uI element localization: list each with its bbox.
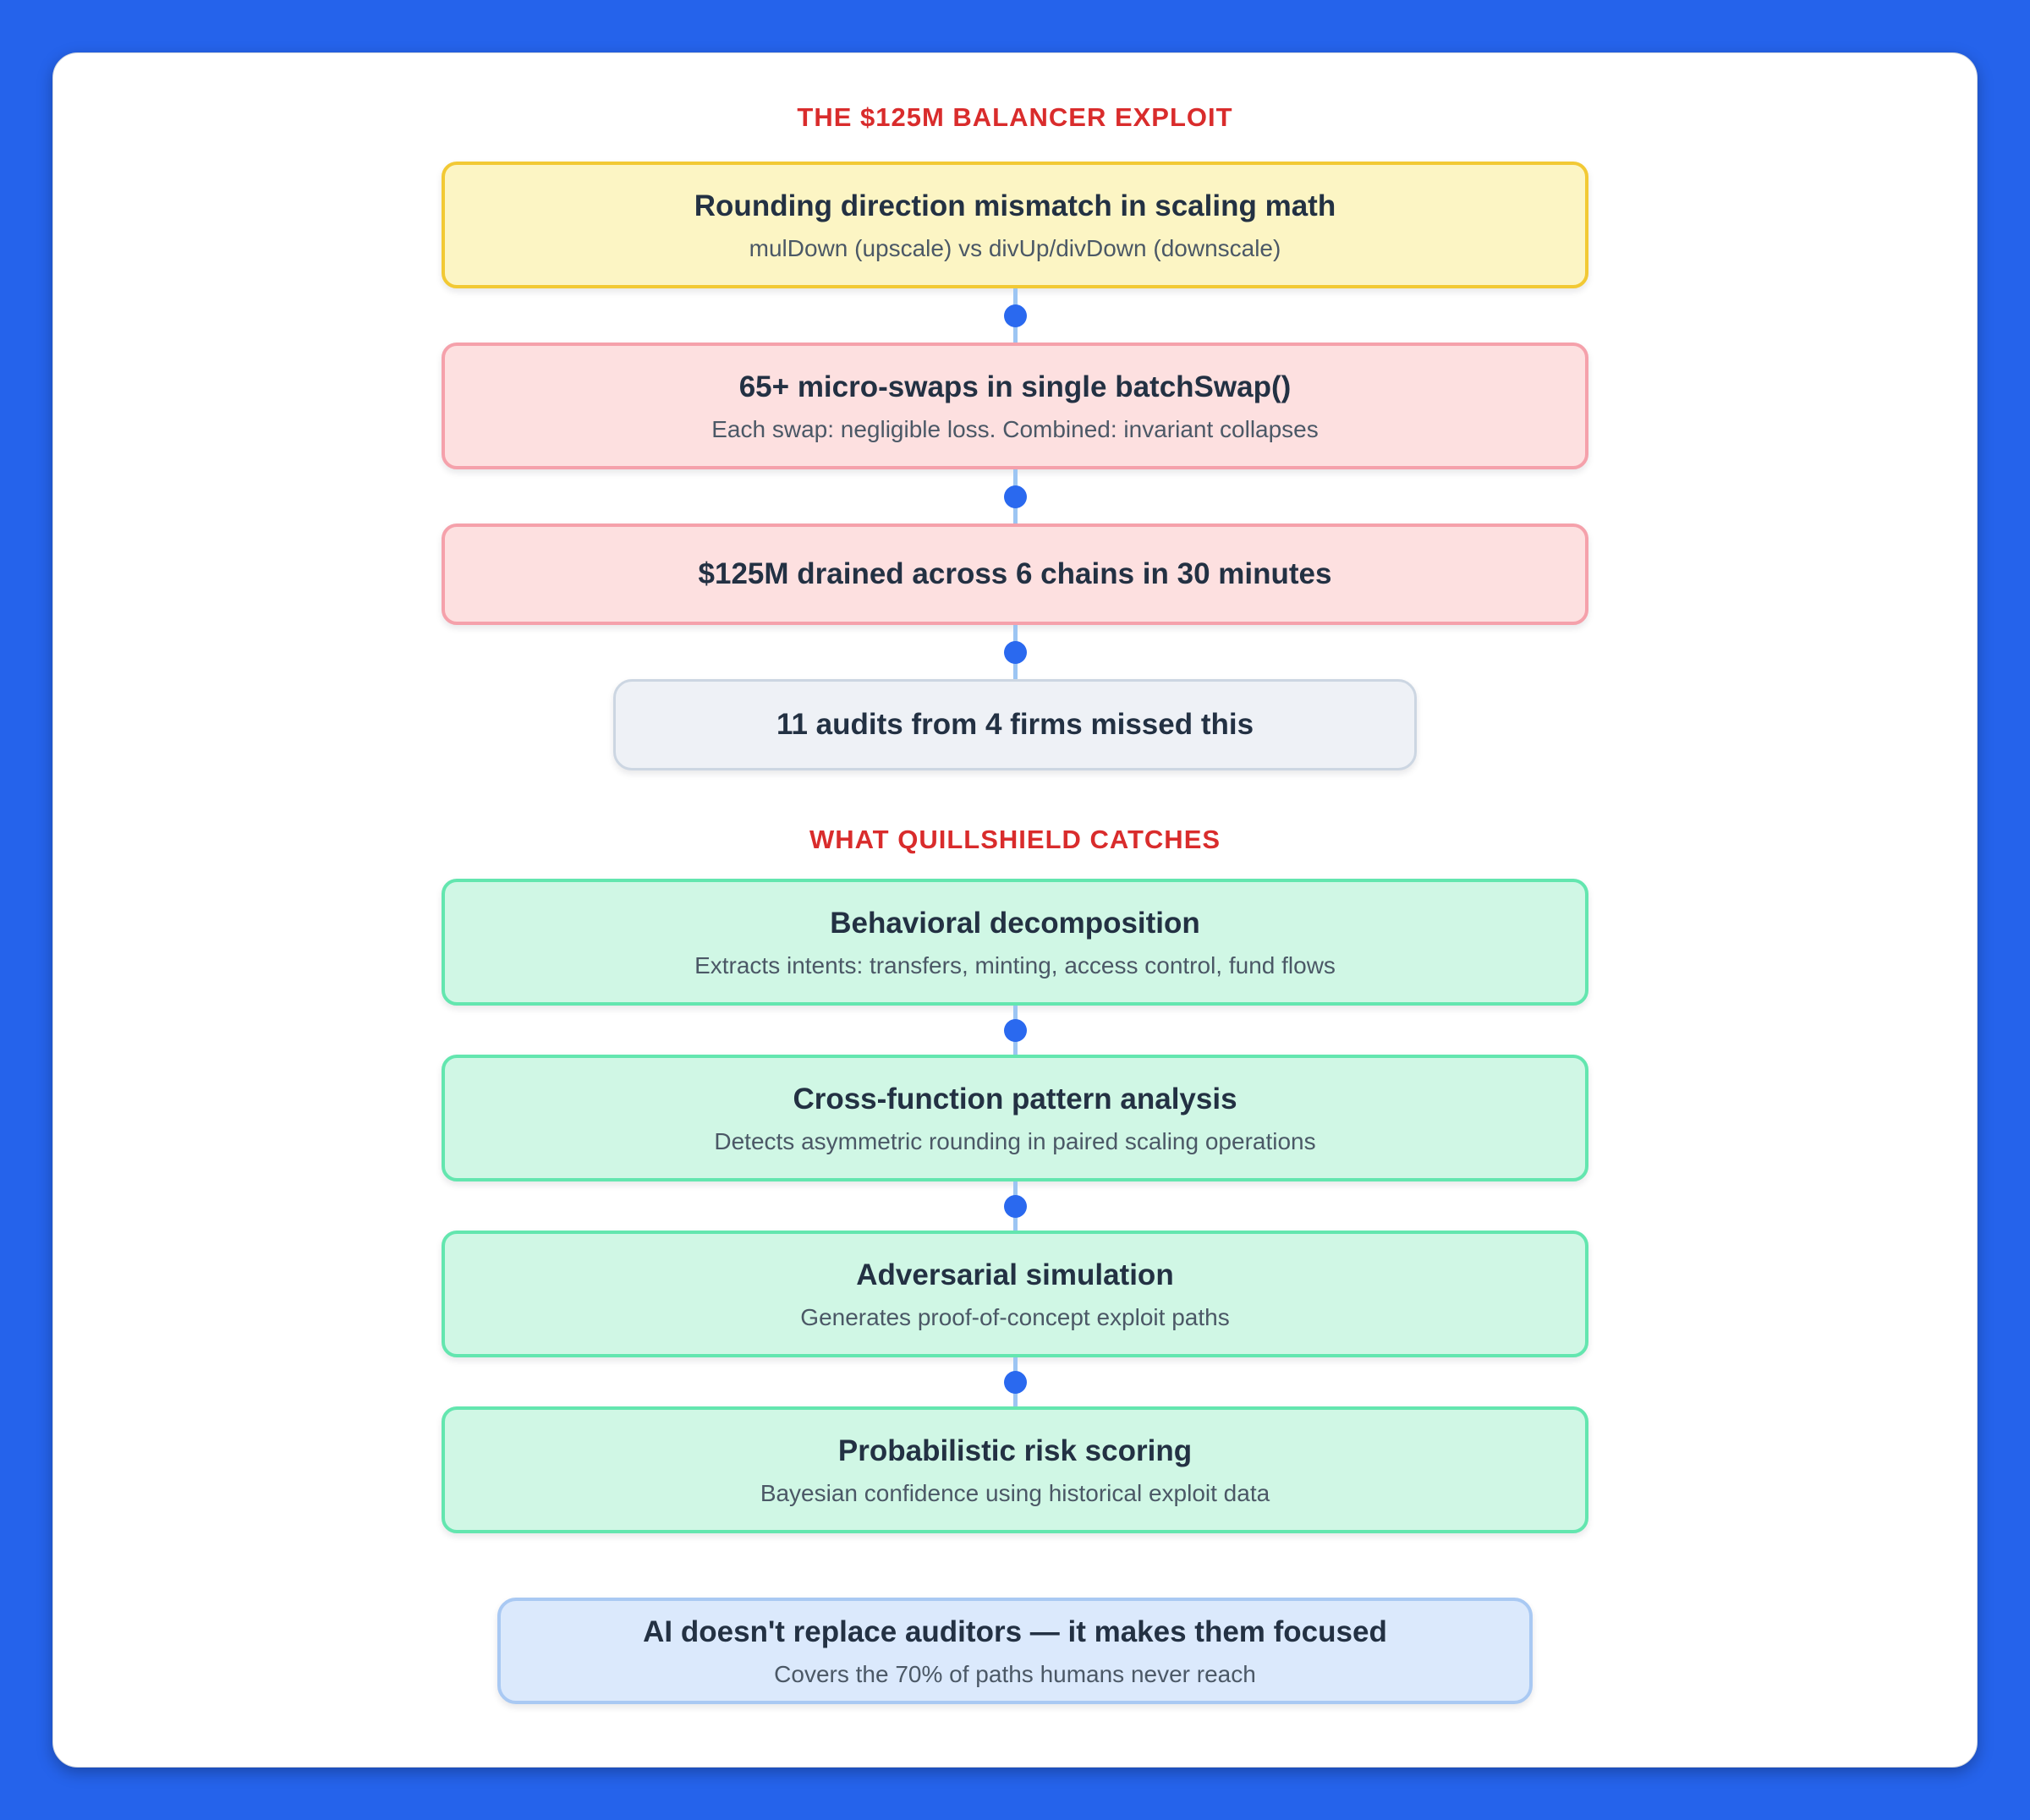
flow-connector xyxy=(442,625,1588,679)
connector-dot-icon xyxy=(1003,1018,1027,1042)
diagram-card: THE $125M BALANCER EXPLOIT Rounding dire… xyxy=(52,52,1978,1768)
node-subtitle: Generates proof-of-concept exploit paths xyxy=(800,1304,1230,1330)
flow-connector xyxy=(442,469,1588,524)
node-title: AI doesn't replace auditors — it makes t… xyxy=(643,1615,1387,1648)
node-title: Rounding direction mismatch in scaling m… xyxy=(694,189,1336,222)
node-title: Behavioral decomposition xyxy=(830,907,1200,940)
node-micro-swaps: 65+ micro-swaps in single batchSwap() Ea… xyxy=(442,343,1588,469)
connector-dot-icon xyxy=(1003,1370,1027,1394)
node-title: Cross-function pattern analysis xyxy=(793,1083,1237,1116)
connector-dot-icon xyxy=(1003,304,1027,327)
flow-connector xyxy=(442,1357,1588,1406)
node-subtitle: Covers the 70% of paths humans never rea… xyxy=(774,1661,1256,1687)
connector-dot-icon xyxy=(1003,640,1027,664)
node-title: Adversarial simulation xyxy=(856,1258,1174,1291)
section-exploit-heading: THE $125M BALANCER EXPLOIT xyxy=(797,102,1233,132)
node-title: Probabilistic risk scoring xyxy=(837,1434,1193,1467)
section-catches: WHAT QUILLSHIELD CATCHES Behavioral deco… xyxy=(53,823,1977,1533)
connector-dot-icon xyxy=(1003,485,1027,508)
node-subtitle: Extracts intents: transfers, minting, ac… xyxy=(694,952,1336,979)
node-subtitle: mulDown (upscale) vs divUp/divDown (down… xyxy=(749,235,1281,261)
node-adversarial-simulation: Adversarial simulation Generates proof-o… xyxy=(442,1231,1588,1357)
node-title: 11 audits from 4 firms missed this xyxy=(776,708,1254,741)
node-subtitle: Each swap: negligible loss. Combined: in… xyxy=(711,416,1319,442)
node-rounding-mismatch: Rounding direction mismatch in scaling m… xyxy=(442,162,1588,288)
node-title: 65+ micro-swaps in single batchSwap() xyxy=(738,370,1292,403)
connector-dot-icon xyxy=(1003,1194,1027,1218)
node-cross-function-analysis: Cross-function pattern analysis Detects … xyxy=(442,1055,1588,1181)
flow-connector xyxy=(442,288,1588,343)
node-ai-auditors-callout: AI doesn't replace auditors — it makes t… xyxy=(497,1598,1533,1704)
node-probabilistic-risk-scoring: Probabilistic risk scoring Bayesian conf… xyxy=(442,1406,1588,1533)
node-subtitle: Bayesian confidence using historical exp… xyxy=(760,1480,1270,1506)
node-behavioral-decomposition: Behavioral decomposition Extracts intent… xyxy=(442,879,1588,1006)
node-audits-missed: 11 audits from 4 firms missed this xyxy=(613,679,1417,770)
node-subtitle: Detects asymmetric rounding in paired sc… xyxy=(714,1128,1316,1154)
section-exploit: THE $125M BALANCER EXPLOIT Rounding dire… xyxy=(53,101,1977,770)
flow-connector xyxy=(442,1181,1588,1231)
node-title: $125M drained across 6 chains in 30 minu… xyxy=(698,557,1332,590)
node-drained: $125M drained across 6 chains in 30 minu… xyxy=(442,524,1588,625)
section-catches-heading: WHAT QUILLSHIELD CATCHES xyxy=(809,825,1221,854)
flow-connector xyxy=(442,1006,1588,1055)
